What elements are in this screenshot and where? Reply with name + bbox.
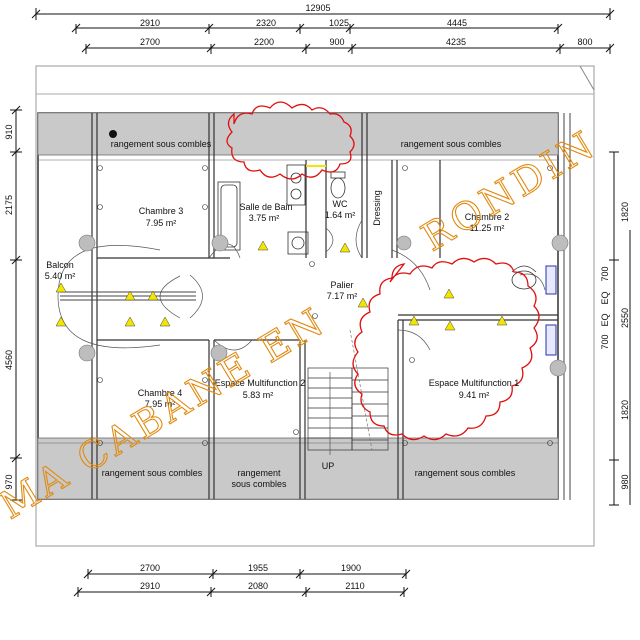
dim-right-8: 980 [620,474,630,489]
dim-top-2: 2320 [256,18,276,28]
dim-top-7: 900 [329,37,344,47]
dim-right-1: 1820 [620,202,630,222]
dim-bottom-5: 2080 [248,581,268,591]
label-rangement-4: rangement sous combles [415,468,516,478]
dim-left-4: 970 [4,474,14,489]
dim-right-6: 2550 [620,308,630,328]
dim-bottom-6: 2110 [345,581,364,591]
bottom-dimensions [73,569,411,597]
dim-top-4: 4445 [447,18,467,28]
dim-bottom-2: 1955 [248,563,268,573]
label-chambre3-area: 7.95 m² [146,218,177,228]
structural-posts [78,234,569,377]
label-chambre2: Chambre 2 [465,212,510,222]
label-wc-area: 1.64 m² [325,210,356,220]
right-windows [545,265,557,356]
label-esp1: Espace Multifunction 1 [429,378,520,388]
label-chambre3: Chambre 3 [139,206,184,216]
dim-top-total: 12905 [305,3,330,13]
label-esp2: Espace Multifunction 2 [215,378,306,388]
label-chambre4-area: 7.95 m² [145,399,176,409]
dim-left-3: 4560 [4,350,14,370]
label-esp1-area: 9.41 m² [459,390,490,400]
dim-right-5: 700 [600,334,610,349]
label-esp2-area: 5.83 m² [243,390,274,400]
right-dimensions [609,151,631,506]
label-sdb: Salle de Bain [239,202,292,212]
dim-right-3: EQ [600,291,610,304]
label-sdb-area: 3.75 m² [249,213,280,223]
label-balcon: Balcon [46,260,74,270]
dim-left-2: 2175 [4,195,14,215]
dim-top-1: 2910 [140,18,160,28]
dim-top-6: 2200 [254,37,274,47]
label-balcon-area: 5.40 m² [45,271,76,281]
dim-bottom-3: 1900 [341,563,361,573]
label-palier-area: 7.17 m² [327,291,358,301]
dim-right-4: EQ [600,313,610,326]
dim-top-5: 2700 [140,37,160,47]
label-palier: Palier [330,280,353,290]
label-rangement-1: rangement sous combles [111,139,212,149]
dim-left-1: 910 [4,124,14,139]
dim-right-7: 1820 [620,400,630,420]
revision-cloud-right [352,257,540,441]
label-dressing: Dressing [372,190,382,226]
label-wc: WC [333,199,348,209]
revision-cloud-top [226,101,355,180]
dim-bottom-1: 2700 [140,563,160,573]
label-rangement-5a: rangement [237,468,281,478]
black-marker-dot [109,130,117,138]
roof-band-dividers [38,154,558,444]
label-rangement-3: rangement sous combles [102,468,203,478]
electrical-sockets [97,165,553,446]
dim-right-2: 700 [600,266,610,281]
armchair-sketch [511,265,537,290]
dim-top-3: 1025 [329,18,349,28]
light-fixtures [55,240,508,331]
top-dimensions [31,8,615,54]
bathroom-fixtures [217,164,346,255]
label-rangement-2: rangement sous combles [401,139,502,149]
staircase[interactable] [307,329,389,455]
label-chambre4: Chambre 4 [138,388,183,398]
dim-top-8: 4235 [446,37,466,47]
label-rangement-5b: sous combles [231,479,287,489]
dim-top-9: 800 [577,37,592,47]
label-chambre2-area: 11.25 m² [470,223,505,233]
left-dimensions [10,105,22,501]
label-up: UP [322,461,335,471]
roof-bands [37,112,559,500]
dim-bottom-4: 2910 [140,581,160,591]
